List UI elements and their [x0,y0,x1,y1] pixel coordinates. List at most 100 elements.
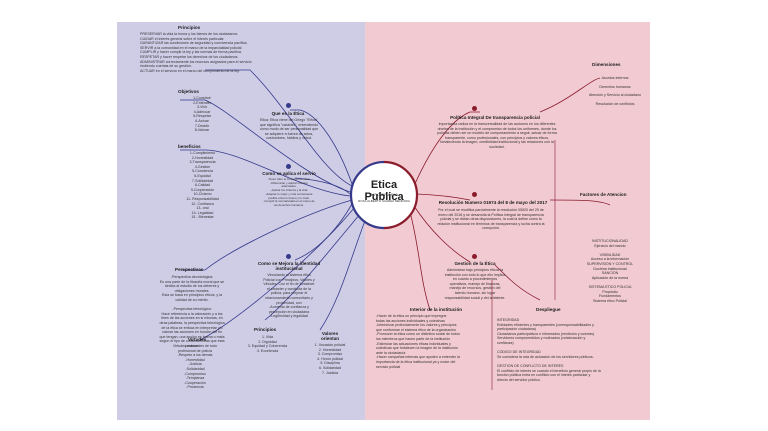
text-line: costumbres, hábitos y virtud. [266,136,312,141]
text-line: -Cumplir la normatividad en el marco de [263,200,315,204]
text-line: obligaciones morales. [174,288,210,293]
factores-title: Factores de Atencion [580,192,627,197]
que-es-text: Ética: Ética viene del Griego "Ethos"que… [247,118,331,141]
text-line: INSTITUCIONALIDAD [592,239,628,243]
text-line: policial y se dictan otras disposiciones… [440,217,542,222]
text-line: 3. Compromiso [317,352,343,357]
text-line: que tengan, una acción es buena o mala [159,334,225,339]
link-principios-small [264,213,361,321]
text-line: 3. Equidad y Coherencia [247,344,288,349]
text-line: -Perspectiva deontológica: [170,275,214,279]
text-line: Sistema ético Policial [593,298,627,303]
text-line: confianza) [497,340,514,345]
text-line: -Legitimidad y legalidad [270,314,308,319]
text-line: 14- Legalidad [191,210,214,215]
text-line: responsabilidad social y del ambiente. [444,295,506,300]
text-line: 13- oral [196,206,209,211]
text-line: como modo de ser personalidad que [259,127,319,132]
resolucion-text: Por el cual se modifica parcialmente la … [423,208,559,231]
text-line: otras palabras, la perspectiva teleológi… [159,320,225,325]
text-line: Atención y Servicio al ciudadano [589,93,641,98]
text-line: 4. Honor policial [317,356,343,361]
text-line: -Aplicar los criterios y la vida [270,189,308,193]
objetivos-title: Objetivos [178,89,199,94]
text-line: 4-Adecuar [193,109,211,114]
text-line: rindiendo cuentas de su gestión. [140,64,192,69]
text-line: -Aumento de confianza y [269,305,309,310]
text-line: fines de las acciones en sí mismas, en [161,316,223,321]
text-line: operativos, manejo de finanzas, [449,281,501,286]
text-line: 5-Conciencia [192,169,213,174]
text-line: produce. [185,343,199,348]
link-resolucion [416,193,471,201]
text-line: Policial con Principios, Valores y [263,277,315,282]
text-line: el carácter y conducta de la [267,286,311,291]
text-line: CUMPLIR y hacer cumplir la ley y las nor… [140,50,242,55]
text-line: Derechos humanos [599,84,631,89]
link-politica [413,111,480,187]
text-line: -Hacer campañas internas que ayuden a en… [376,355,460,360]
text-line: dedica al estudio de los deberes y [164,284,220,289]
text-line: -Tener claro el concepto de ética. [267,178,311,181]
text-line: los derechos humanos. [274,203,304,207]
text-line: 1. Vida [261,335,274,339]
text-line: 2. Dignidad [258,339,277,344]
como-aplica-title: Como se aplica el servio [262,171,316,176]
text-line: 4. Excelencia [256,348,279,353]
text-line: policía, para mejorar el [270,291,308,296]
flag-icon [472,192,477,197]
text-line: Entidades eficientes y transparentes (co… [497,322,594,327]
text-line: SUPERVISIÓN Y CONTROL [586,261,634,266]
link-objetivos [180,99,351,193]
text-line: 15 - Bienestar [191,215,214,220]
text-line: transparente, como profesionales, con pr… [444,135,550,140]
balance-icon [472,106,477,111]
text-line: talento humano, sin lugar [454,290,496,295]
text-line: Esta se basa en principios éticos, y la [162,293,222,298]
text-line: Fundamentos [599,294,621,299]
text-line: -Cooperación [184,380,206,385]
text-line: -Respeto a los demás [177,353,213,358]
text-line: Acceso a la información [590,257,630,262]
text-line: 4-Gestión [194,164,211,169]
text-line: 10-Civismo [193,192,212,197]
text-line: Virtudes esenciales de todo [172,344,218,348]
link-interior [409,211,431,311]
text-line: GESTIÓN DE CONFLICTO DE INTERÉS [497,363,564,368]
text-line: 8-Valorar [194,128,210,133]
text-line: servicio policial [376,364,401,369]
link-gestion [413,205,471,263]
text-line: 2. Honestidad [318,347,342,352]
perspectivas-text: -Perspectiva deontológica:Es una parte d… [152,275,232,349]
text-line: percepción en ciudadana [268,309,310,314]
gear-icon [286,164,291,169]
text-line: 2-Honestidad [191,155,214,160]
text-line: 7-Decidir [194,123,210,128]
center-title: Etica Publica [364,179,404,203]
text-line: 6-Equidad [194,173,211,178]
text-line: proximidad, con [276,300,302,305]
text-line: VISIBILIDAD [599,252,621,257]
text-line: Administrar bajo principios éticos la [446,268,504,272]
text-line: relación institucional en términos de tr… [437,221,545,226]
text-line: -Perspectiva teleológica: [172,307,212,312]
text-line: Ética: Ética viene del Griego "Ethos" [260,118,318,122]
text-line: 3-Vivir [196,105,208,110]
perspectivas-title: Perspectivas [175,267,204,272]
text-line: profesional de policía [178,348,212,353]
text-line: 11- Responsabilidad [186,196,219,201]
text-line: -Estimular las actuaciones éticas indivi… [376,341,451,346]
text-line: -Prudencia [186,385,204,390]
text-line: 6-Actuar [195,118,209,123]
que-es-title: Que es la Ética [271,111,305,116]
link-que-es [290,109,353,185]
text-line: Importancia radica en la transversalidad… [438,122,556,126]
text-line: 8-Calidad [194,183,211,188]
text-line: 6. Solidaridad [319,365,341,370]
